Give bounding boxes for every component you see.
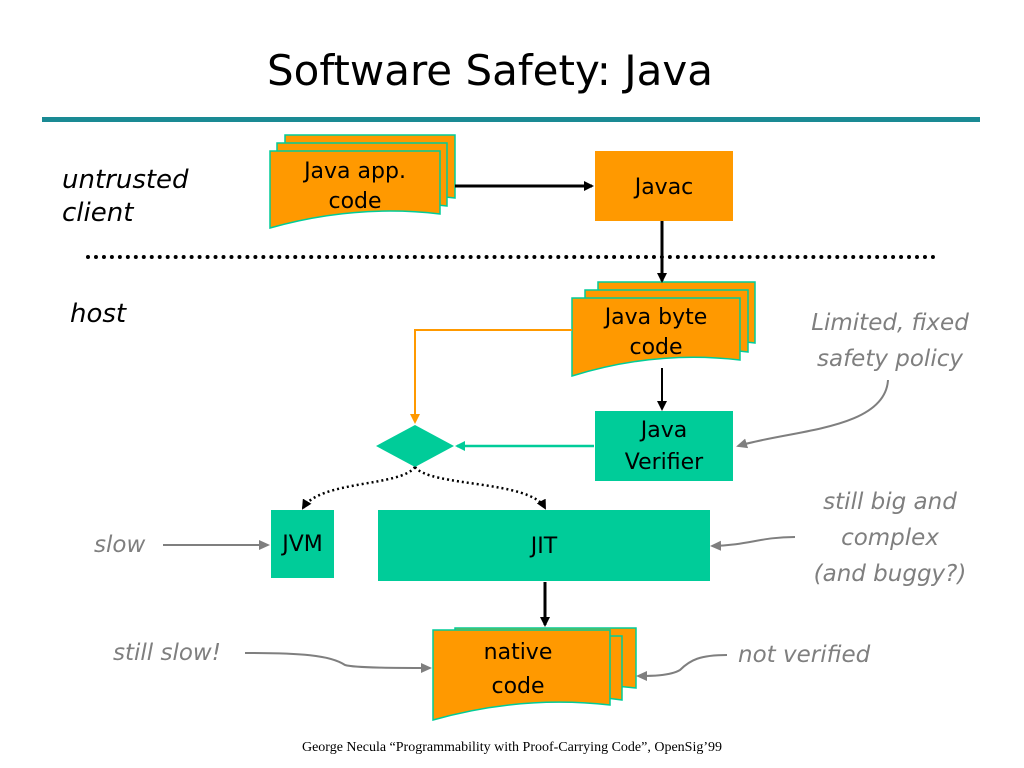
callout-jit [710, 536, 796, 551]
arrow-diamond-to-jvm [301, 466, 416, 510]
java-bytecode-doc [571, 281, 756, 378]
host-label: host [70, 299, 127, 329]
decision-diamond [376, 425, 454, 467]
callout-policy [736, 379, 889, 449]
java-bytecode-label: Java byte code [604, 305, 708, 360]
safety-policy-note: Limited, fixed safety policy [811, 310, 969, 372]
jit-complexity-note: still big and complex (and buggy?) [813, 489, 967, 587]
not-verified-note: not verified [738, 642, 871, 668]
javac-box: Javac [595, 151, 733, 221]
java-app-code-label: Java app. code [304, 159, 406, 214]
jvm-box: JVM [271, 510, 334, 578]
untrusted-client-label: untrusted client [62, 165, 189, 228]
callout-not-verified [636, 654, 728, 681]
native-code-label: native code [483, 640, 553, 699]
title-rule [42, 117, 980, 122]
trust-boundary-line [86, 255, 936, 259]
jit-box: JIT [378, 510, 710, 581]
slide-title: Software Safety: Java [266, 46, 713, 95]
java-verifier-box: Java Verifier [595, 411, 733, 481]
arrow-diamond-to-jit [414, 466, 547, 510]
callout-still-slow [244, 652, 432, 673]
arrow-bytecode-to-diamond [410, 329, 572, 424]
still-slow-note: still slow! [113, 640, 221, 666]
slow-note: slow [94, 532, 146, 558]
java-app-code-doc [269, 134, 456, 229]
native-code-doc [432, 627, 637, 721]
footer-citation: George Necula “Programmability with Proo… [301, 740, 723, 755]
